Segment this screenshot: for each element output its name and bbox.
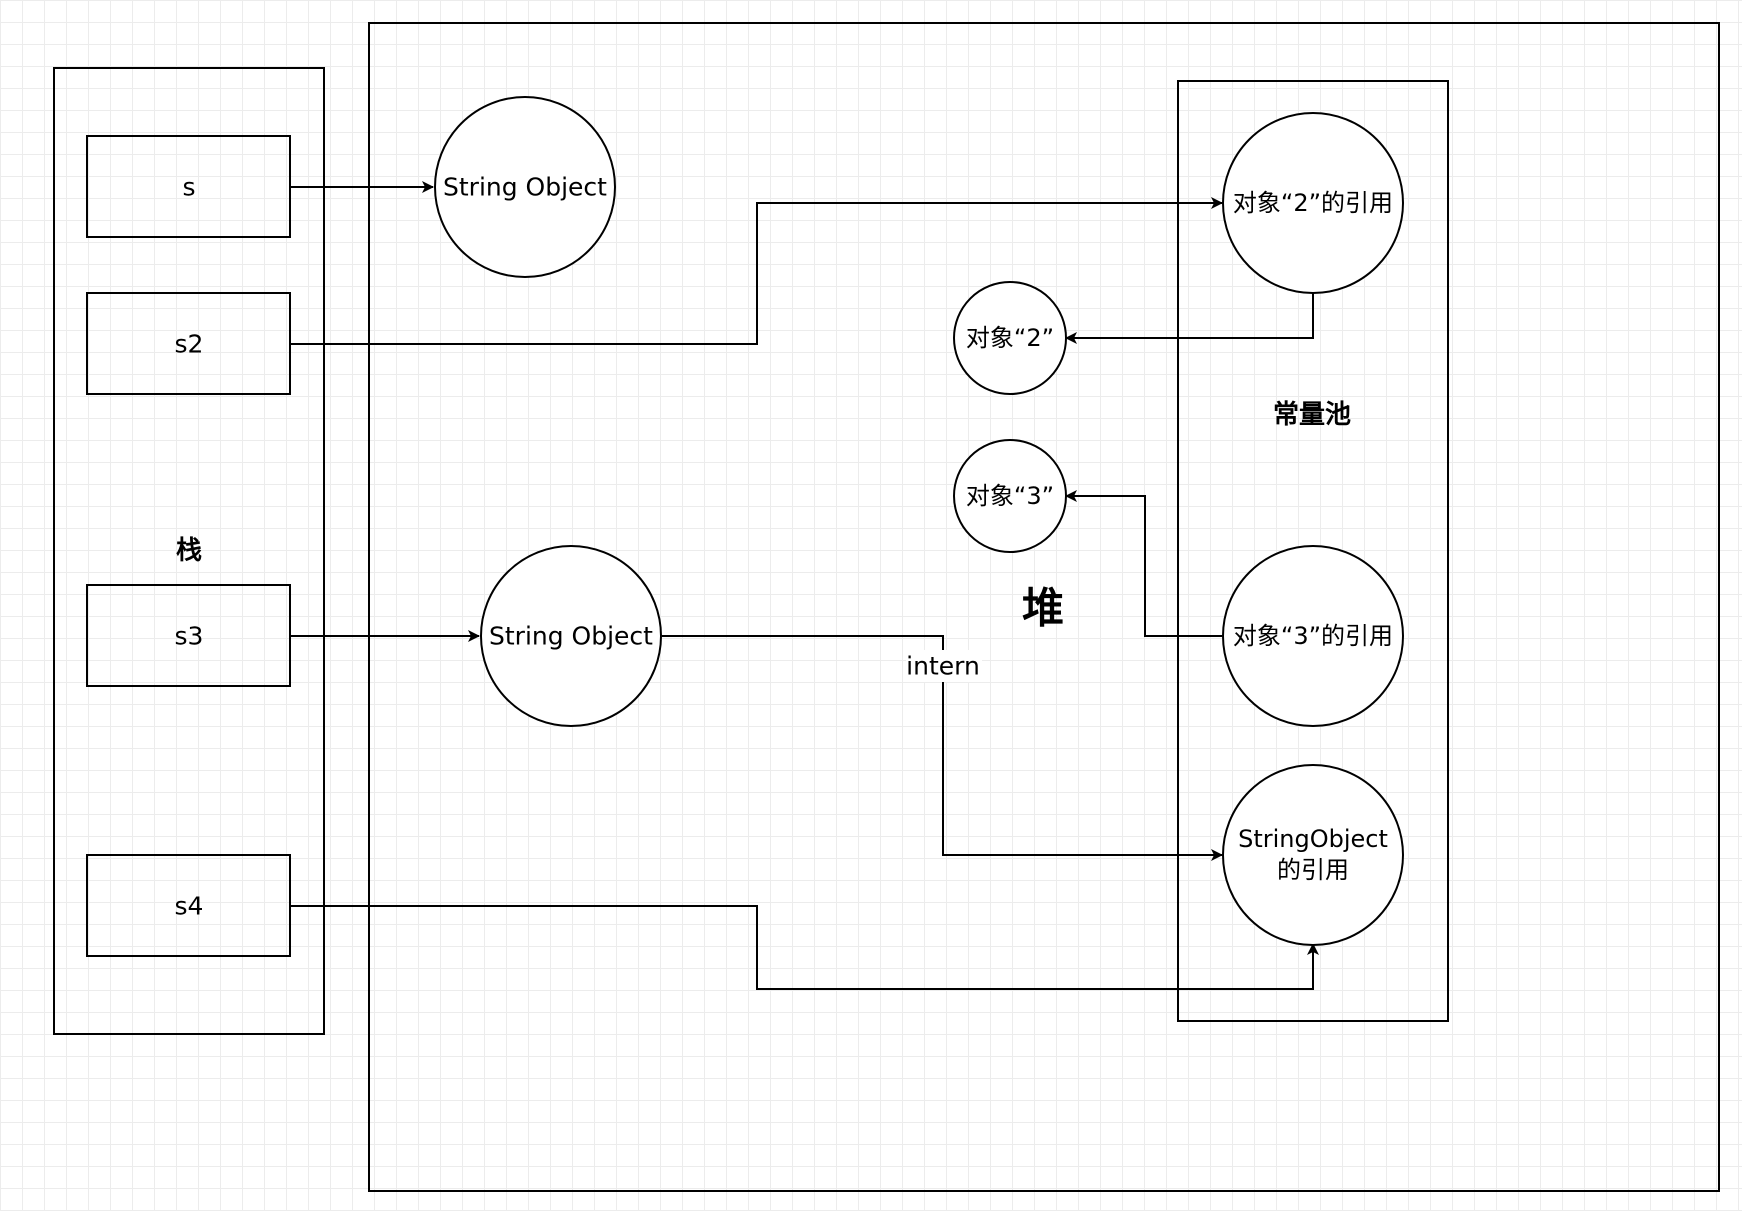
stack-var-label: s2 bbox=[175, 330, 204, 359]
edge-intern-to-ref-so bbox=[662, 635, 1223, 861]
object-3-node: 对象“3” bbox=[953, 439, 1067, 553]
string-object-node: String Object bbox=[434, 96, 616, 278]
ref-object-2-label: 对象“2”的引用 bbox=[1233, 189, 1393, 217]
ref-string-object-label-line2: 的引用 bbox=[1277, 856, 1349, 884]
ref-string-object-label-line1: StringObject bbox=[1238, 825, 1388, 853]
stack-container bbox=[53, 67, 325, 1035]
edge-ref3-to-obj3 bbox=[1065, 490, 1222, 637]
string-object-label: String Object bbox=[489, 622, 653, 651]
ref-object-3-label: 对象“3”的引用 bbox=[1233, 622, 1393, 650]
stack-var-label: s bbox=[182, 173, 195, 202]
stack-title: 栈 bbox=[176, 536, 202, 566]
string-object-label: String Object bbox=[443, 173, 607, 202]
stack-var-label: s3 bbox=[175, 622, 204, 651]
ref-object-3-node: 对象“3”的引用 bbox=[1222, 545, 1404, 727]
constant-pool-container bbox=[1177, 80, 1449, 1022]
object-3-label: 对象“3” bbox=[966, 482, 1054, 510]
ref-object-2-node: 对象“2”的引用 bbox=[1222, 112, 1404, 294]
heap-title: 堆 bbox=[1022, 584, 1064, 633]
string-object-node: String Object bbox=[480, 545, 662, 727]
ref-string-object-node: StringObject 的引用 bbox=[1222, 764, 1404, 946]
object-2-label: 对象“2” bbox=[966, 324, 1054, 352]
stack-var-s4: s4 bbox=[86, 854, 291, 957]
stack-var-s2: s2 bbox=[86, 292, 291, 395]
stack-var-s: s bbox=[86, 135, 291, 238]
constant-pool-title: 常量池 bbox=[1273, 400, 1351, 430]
stack-var-label: s4 bbox=[175, 892, 204, 921]
object-2-node: 对象“2” bbox=[953, 281, 1067, 395]
stack-var-s3: s3 bbox=[86, 584, 291, 687]
heap-container bbox=[368, 22, 1720, 1192]
edge-s2-to-ref2 bbox=[290, 197, 1223, 345]
edge-ref2-to-obj2 bbox=[1065, 293, 1314, 344]
edge-s4-to-ref-so bbox=[290, 905, 1319, 990]
intern-label: intern bbox=[906, 652, 980, 681]
